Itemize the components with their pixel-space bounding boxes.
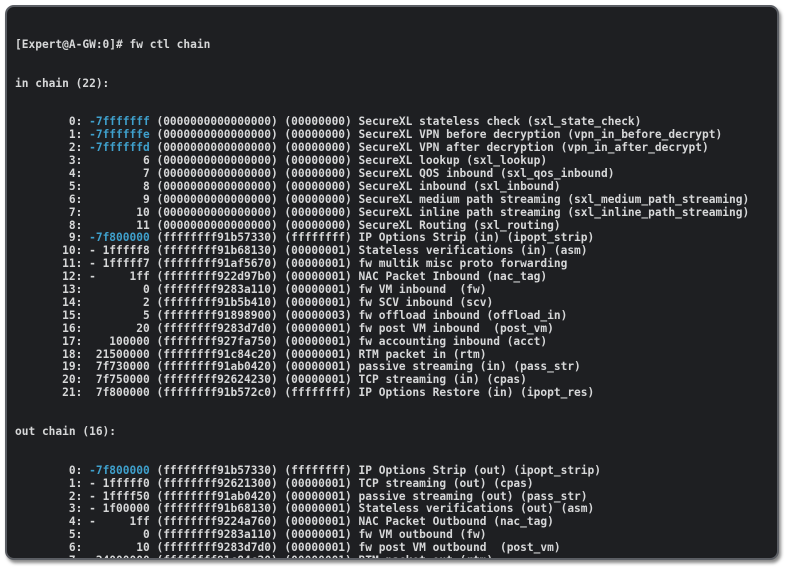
chain-line: 1: -7ffffffe (0000000000000000) (0000000… — [15, 128, 723, 142]
chain-position-value: 21500000 — [89, 347, 150, 361]
chain-position-value: -7f800000 — [89, 231, 150, 245]
chain-position-value: 0 — [89, 528, 150, 542]
chain-position-value: 9 — [89, 192, 150, 206]
chain-position-value: 10 — [89, 541, 150, 555]
in-chain-header: in chain (22): — [15, 76, 110, 90]
chain-line: 14: 2 (ffffffff91b5b410) (00000001) fw S… — [15, 295, 494, 309]
chain-position-value: 8 — [89, 179, 150, 193]
chain-line: 18: 21500000 (ffffffff91c84c20) (0000000… — [15, 347, 487, 361]
chain-line: 20: 7f750000 (ffffffff92624230) (0000000… — [15, 373, 527, 387]
chain-position-value: 5 — [89, 308, 150, 322]
chain-line: 1: - 1fffff0 (ffffffff92621300) (0000000… — [15, 476, 534, 490]
chain-line: 17: 100000 (ffffffff927fa750) (00000001)… — [15, 334, 548, 348]
chain-line: 16: 20 (ffffffff9283d7d0) (00000001) fw … — [15, 321, 554, 335]
chain-position-value: 7f750000 — [89, 373, 150, 387]
chain-line: 21: 7f800000 (ffffffff91b572c0) (fffffff… — [15, 386, 595, 400]
out-chain-header: out chain (16): — [15, 425, 117, 438]
chain-line: 6: 10 (ffffffff9283d7d0) (00000001) fw p… — [15, 541, 561, 555]
chain-line: 19: 7f730000 (ffffffff91ab0420) (0000000… — [15, 360, 581, 374]
chain-line: 3: 6 (0000000000000000) (00000000) Secur… — [15, 153, 548, 167]
chain-position-value: -7ffffffe — [89, 128, 150, 142]
chain-position-value: 7 — [89, 166, 150, 180]
command-line: [Expert@A-GW:0]# fw ctl chain — [15, 37, 211, 51]
chain-line: 12: - 1ff (ffffffff922d97b0) (00000001) … — [15, 270, 548, 284]
chain-line: 4: 7 (0000000000000000) (00000000) Secur… — [15, 166, 615, 180]
chain-position-value: 7f800000 — [89, 386, 150, 400]
chain-line: 9: -7f800000 (ffffffff91b57330) (fffffff… — [15, 231, 595, 245]
chain-line: 2: -7ffffffd (0000000000000000) (0000000… — [15, 141, 709, 155]
chain-line: 2: - 1ffff50 (ffffffff91ab0420) (0000000… — [15, 489, 588, 503]
chain-position-value: 20 — [89, 321, 150, 335]
chain-line: 0: -7fffffff (0000000000000000) (0000000… — [15, 115, 642, 129]
chain-position-value: 7f730000 — [89, 360, 150, 374]
terminal-window: [Expert@A-GW:0]# fw ctl chain in chain (… — [5, 5, 779, 560]
chain-position-value: - 1fffff8 — [89, 244, 150, 258]
chain-position-value: 24000000 — [89, 554, 150, 558]
chain-line: 0: -7f800000 (ffffffff91b57330) (fffffff… — [15, 463, 601, 477]
chain-line: 10: - 1fffff8 (ffffffff91b68130) (000000… — [15, 244, 588, 258]
chain-position-value: - 1ff — [89, 270, 150, 284]
chain-line: 4: - 1ff (ffffffff9224a760) (00000001) N… — [15, 515, 554, 529]
terminal-screen[interactable]: [Expert@A-GW:0]# fw ctl chain in chain (… — [7, 7, 777, 558]
chain-position-value: -7ffffffd — [89, 141, 150, 155]
chain-line: 7: 24000000 (ffffffff91c84c20) (00000001… — [15, 554, 775, 558]
chain-position-value: - 1fffff7 — [89, 257, 150, 271]
chain-position-value: 6 — [89, 153, 150, 167]
chain-position-value: -7fffffff — [89, 115, 150, 129]
chain-position-value: 10 — [89, 205, 150, 219]
chain-position-value: 11 — [89, 218, 150, 232]
chain-line: 11: - 1fffff7 (ffffffff91af5670) (000000… — [15, 257, 568, 271]
chain-line: 6: 9 (0000000000000000) (00000000) Secur… — [15, 192, 750, 206]
chain-line: 5: 0 (ffffffff9283a110) (00000001) fw VM… — [15, 528, 487, 542]
chain-line: 5: 8 (0000000000000000) (00000000) Secur… — [15, 179, 561, 193]
chain-position-value: - 1f00000 — [89, 502, 150, 516]
chain-position-value: -7f800000 — [89, 463, 150, 477]
chain-line: 15: 5 (ffffffff91898900) (00000003) fw o… — [15, 308, 568, 322]
chain-line: 7: 10 (0000000000000000) (00000000) Secu… — [15, 205, 750, 219]
chain-position-value: - 1ffff50 — [89, 489, 150, 503]
chain-position-value: - 1fffff0 — [89, 476, 150, 490]
chain-line: 8: 11 (0000000000000000) (00000000) Secu… — [15, 218, 561, 232]
out-chain-list: 0: -7f800000 (ffffffff91b57330) (fffffff… — [15, 463, 775, 558]
chain-position-value: 2 — [89, 295, 150, 309]
chain-position-value: 100000 — [89, 334, 150, 348]
chain-position-value: - 1ff — [89, 515, 150, 529]
in-chain-list: 0: -7fffffff (0000000000000000) (0000000… — [15, 115, 775, 400]
chain-line: 13: 0 (ffffffff9283a110) (00000001) fw V… — [15, 283, 487, 297]
chain-line: 3: - 1f00000 (ffffffff91b68130) (0000000… — [15, 502, 595, 516]
chain-position-value: 0 — [89, 283, 150, 297]
